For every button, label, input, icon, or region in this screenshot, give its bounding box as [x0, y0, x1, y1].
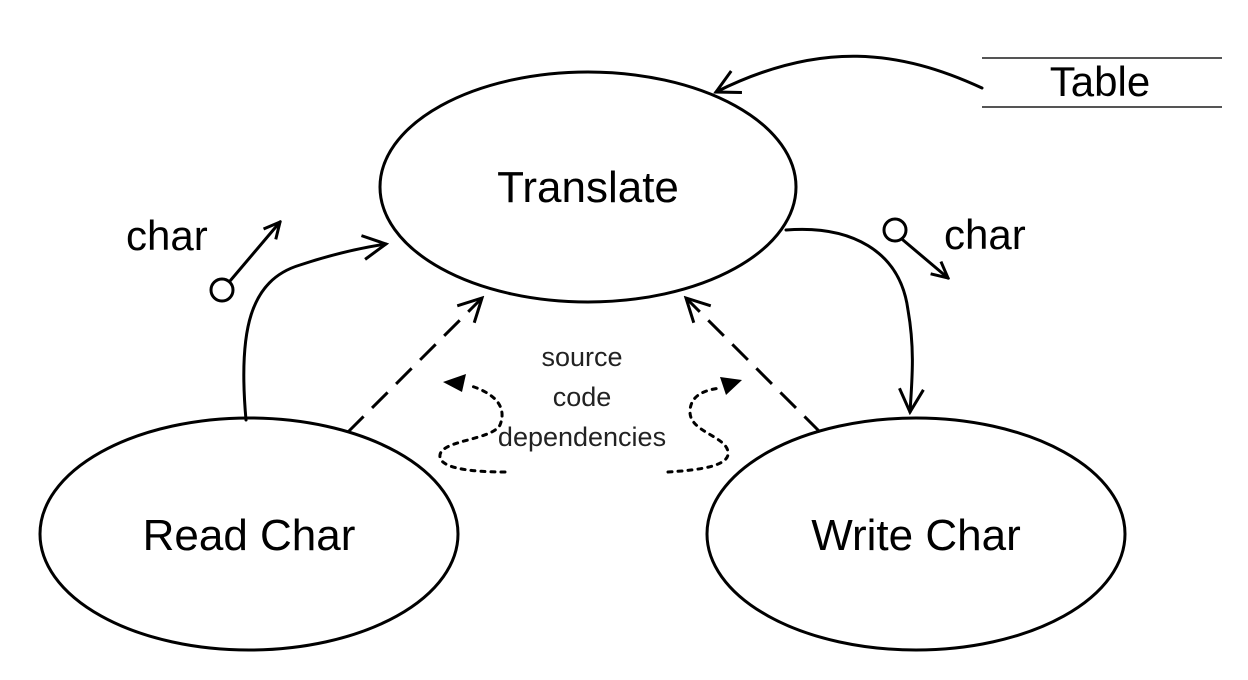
- char-input-couple-circle: [209, 277, 235, 303]
- read-char-to-translate-flow: [242, 244, 386, 422]
- left-dotted-pointer: [438, 383, 507, 474]
- right-dotted-pointer: [666, 386, 730, 474]
- char-input-label: char: [126, 212, 208, 259]
- annotation-line-3: dependencies: [498, 422, 666, 452]
- read-char-dependency-arrow: [346, 298, 482, 434]
- translate-bubble: [378, 70, 798, 304]
- right-dotted-pointer-head: [720, 377, 742, 395]
- left-dotted-pointer-head: [443, 374, 466, 392]
- char-output-label: char: [944, 211, 1026, 258]
- read-char-label: Read Char: [143, 511, 356, 560]
- table-data-store: Table: [982, 57, 1222, 108]
- translate-to-write-char-flow: [784, 227, 912, 412]
- write-char-bubble: [705, 416, 1127, 652]
- source-code-dependencies-annotation: source code dependencies: [498, 342, 666, 452]
- annotation-line-1: source: [541, 342, 622, 372]
- char-output-arrow: [901, 238, 948, 278]
- char-output-couple-circle: [882, 217, 908, 243]
- char-output-couple: char: [882, 211, 1026, 278]
- write-char-label: Write Char: [811, 511, 1020, 560]
- char-input-arrow: [228, 222, 280, 283]
- write-char-dependency-arrow: [686, 298, 822, 434]
- write-char-process: Write Char: [705, 416, 1127, 652]
- table-to-translate-flow: [716, 54, 984, 92]
- char-input-couple: char: [126, 212, 280, 303]
- translate-process: Translate: [378, 70, 798, 304]
- read-char-bubble: [38, 416, 460, 652]
- read-char-process: Read Char: [38, 416, 460, 652]
- annotation-line-2: code: [553, 382, 612, 412]
- table-store-label: Table: [1050, 58, 1150, 105]
- translate-label: Translate: [497, 163, 679, 212]
